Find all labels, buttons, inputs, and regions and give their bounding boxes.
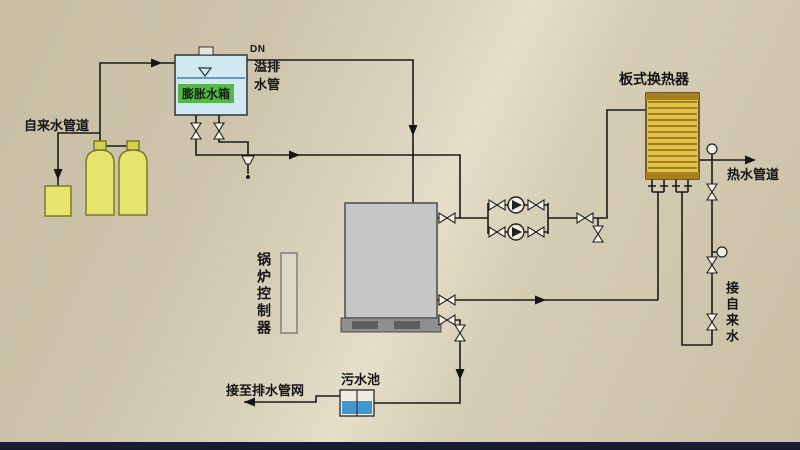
softener-tank-1-cap xyxy=(93,140,107,151)
heat-exchanger-body xyxy=(645,92,700,180)
valve-icon xyxy=(592,225,604,243)
valve-icon xyxy=(438,212,456,224)
sewage-pool xyxy=(339,389,375,417)
flow-arrow-icon xyxy=(535,295,546,305)
heat-exchanger-top-plate xyxy=(646,93,699,100)
heat-exchanger-bottom-plate xyxy=(646,172,699,179)
expansion-tank-label: 膨胀水箱 xyxy=(178,84,235,103)
flow-arrow-icon xyxy=(151,58,162,68)
sewage-pool-label: 污水池 xyxy=(341,372,381,387)
softener-tank-2-cap xyxy=(126,140,140,151)
tank-vent-cap xyxy=(198,46,214,56)
boiler-base-slot xyxy=(352,321,378,329)
valve-icon xyxy=(488,226,506,238)
dn-label: DN xyxy=(250,44,266,55)
valve-icon xyxy=(438,314,456,326)
flow-arrow-icon xyxy=(408,125,418,136)
flow-arrow-icon xyxy=(53,169,63,180)
boiler-controller-panel xyxy=(280,252,298,334)
valve-icon xyxy=(527,226,545,238)
flow-arrow-icon xyxy=(455,369,465,380)
water-softener-tanks xyxy=(44,140,148,217)
valve-icon xyxy=(527,199,545,211)
softener-tank-1 xyxy=(85,149,115,216)
connect-tap-water-label: 接自来水 xyxy=(724,281,739,345)
pump-icon xyxy=(507,223,525,241)
boiler-body xyxy=(344,202,438,319)
overflow-funnel xyxy=(241,155,255,179)
plate-heat-exchanger xyxy=(645,92,700,180)
plate-heat-exchanger-label: 板式换热器 xyxy=(619,71,689,87)
valve-icon xyxy=(213,122,225,140)
valve-icon xyxy=(706,183,718,201)
gauge-icon xyxy=(716,246,728,258)
gauge-icon xyxy=(706,143,718,155)
overflow-drain-pipe-label: 溢排水管 xyxy=(254,59,281,92)
boiler xyxy=(340,202,442,333)
flow-arrow-icon xyxy=(289,150,300,160)
connect-drain-network-label: 接至排水管网 xyxy=(226,383,305,398)
valve-icon xyxy=(576,212,594,224)
dosing-tank xyxy=(44,185,72,217)
softener-tank-2 xyxy=(118,149,148,216)
pump-icon xyxy=(507,196,525,214)
valve-icon xyxy=(190,122,202,140)
valve-icon xyxy=(706,313,718,331)
heat-exchanger-plates xyxy=(648,101,697,169)
valve-icon xyxy=(706,256,718,274)
water-surface-icon xyxy=(197,67,213,77)
expansion-tank xyxy=(174,46,248,116)
tap-water-pipeline-label: 自来水管道 xyxy=(24,118,90,133)
valve-icon xyxy=(438,294,456,306)
valve-icon xyxy=(488,199,506,211)
boiler-base-slot xyxy=(394,321,420,329)
hot-water-pipeline-label: 热水管道 xyxy=(727,167,780,182)
valve-icon xyxy=(454,324,466,342)
footer-bar xyxy=(0,442,800,450)
boiler-controller-label: 锅炉控制器 xyxy=(256,252,272,337)
